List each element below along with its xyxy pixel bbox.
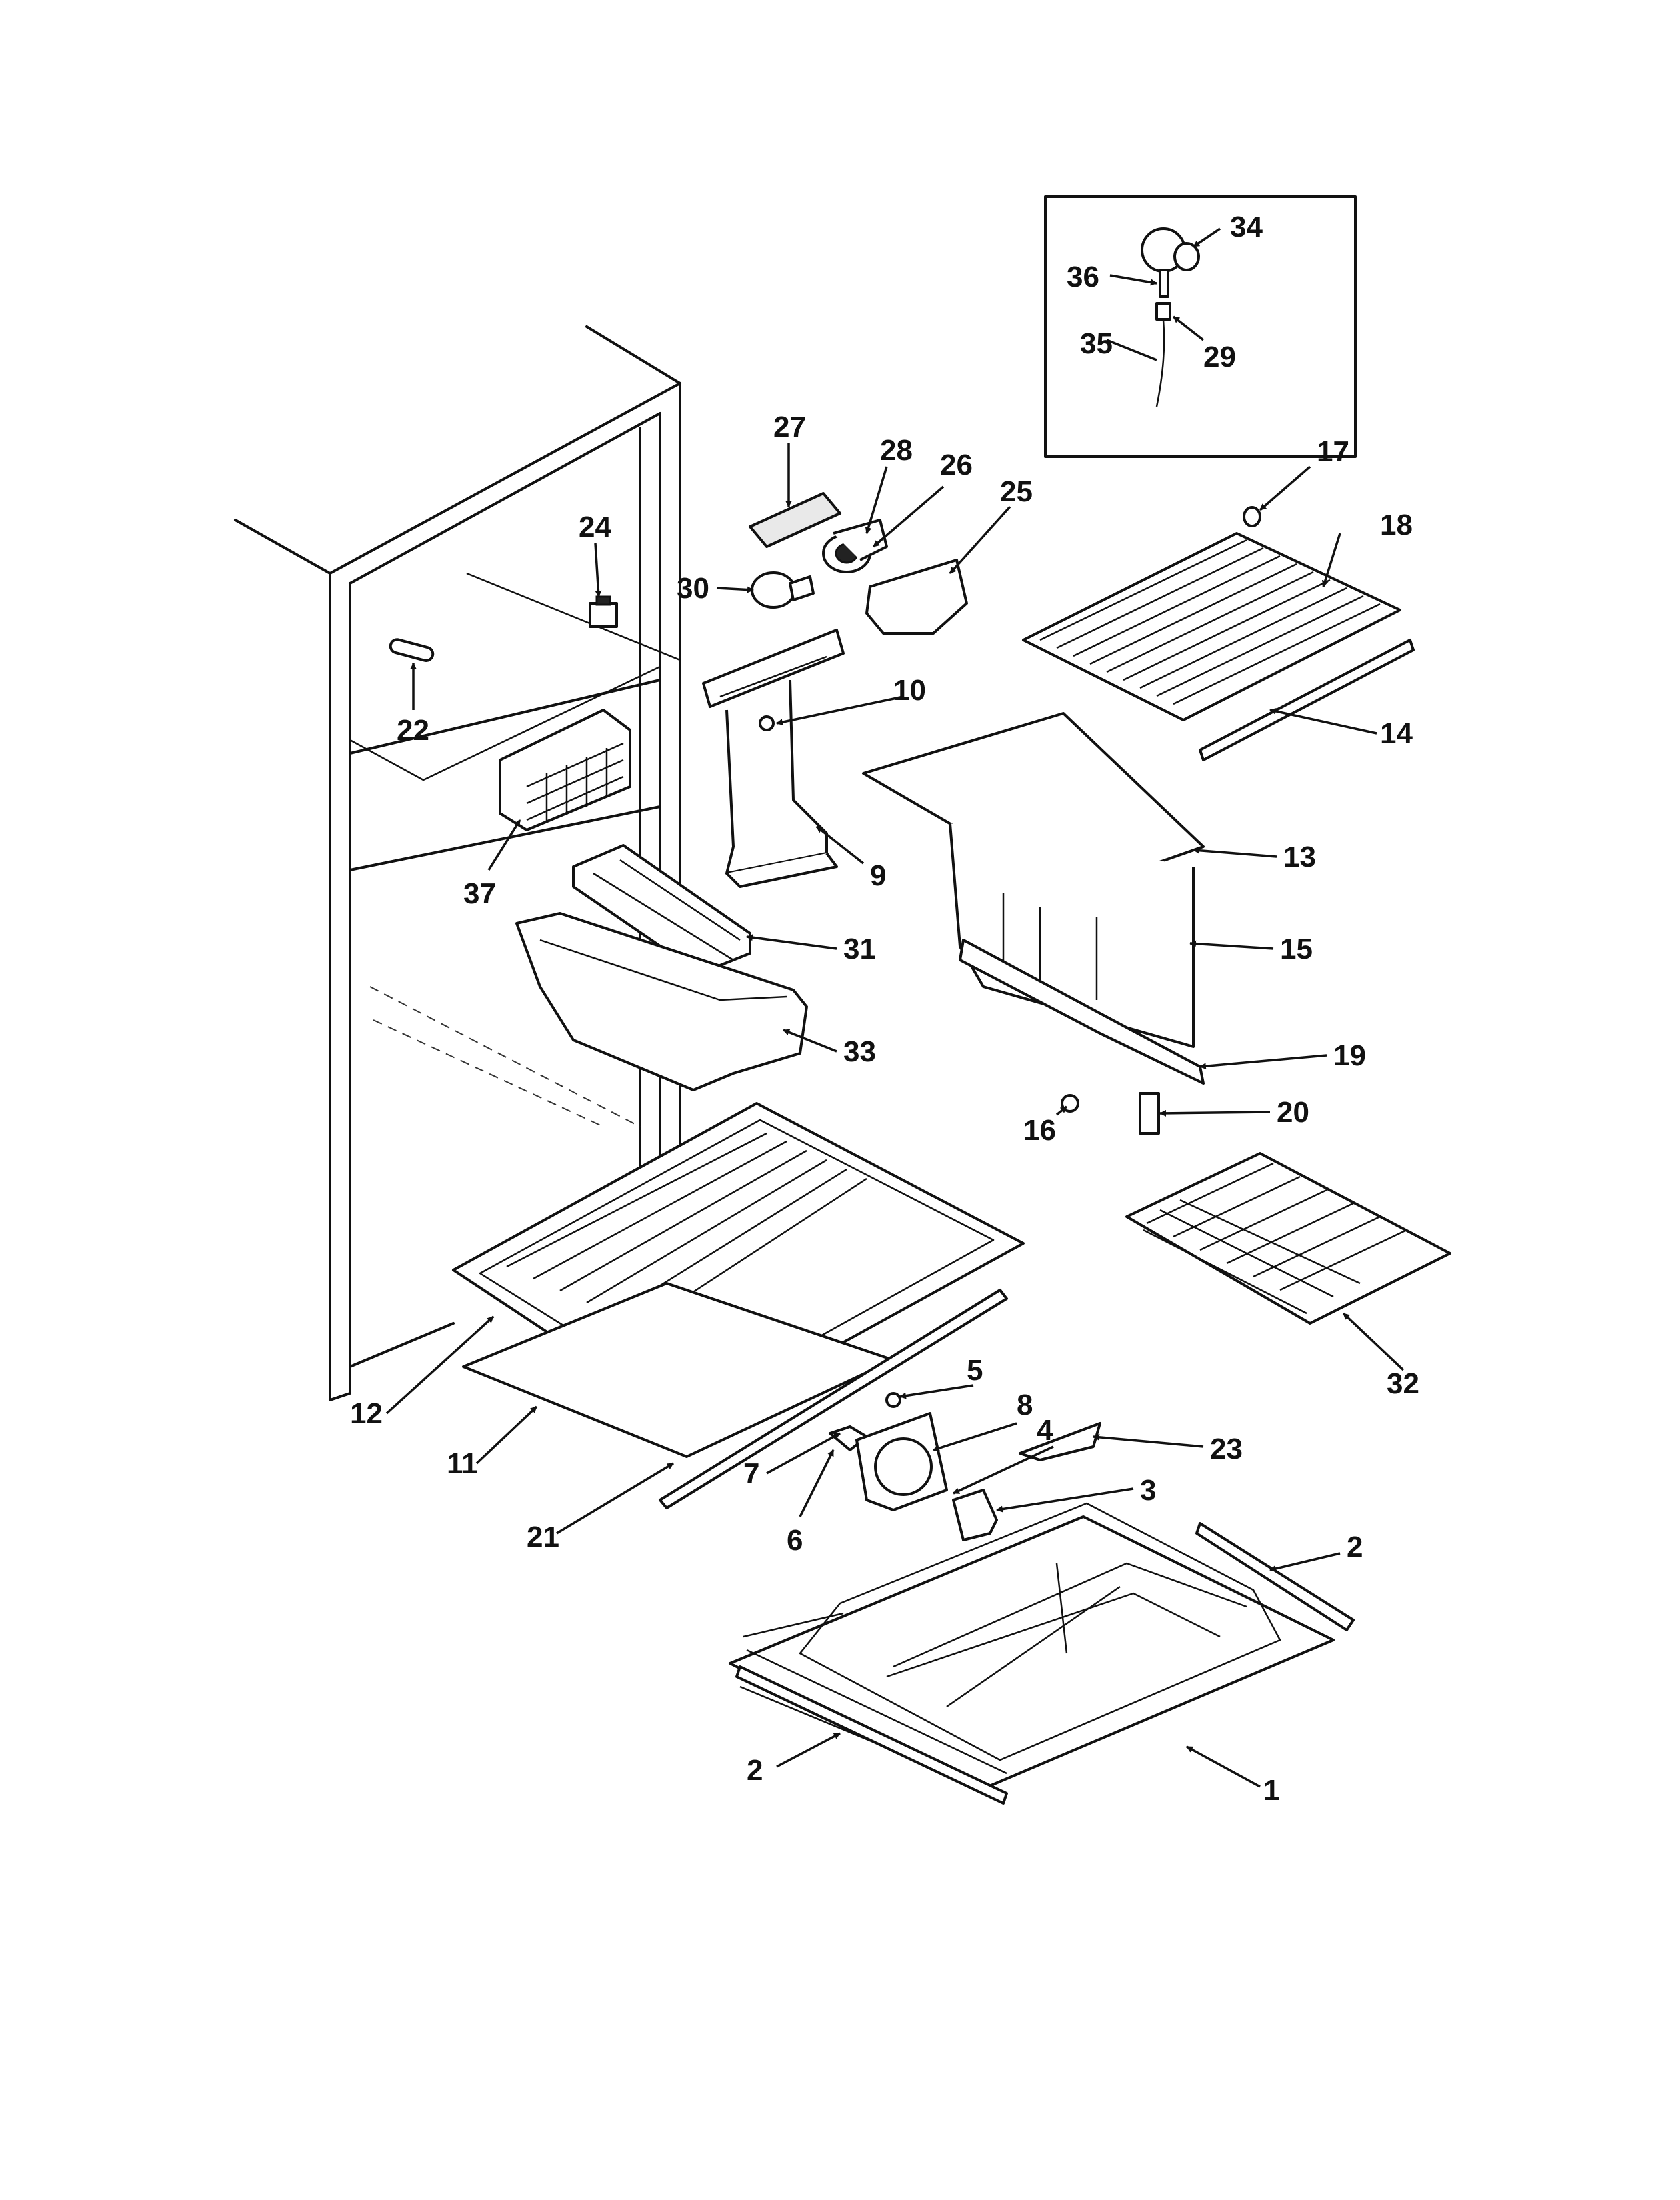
callout-19: 19: [1333, 1039, 1366, 1072]
callout-25: 25: [1000, 475, 1033, 508]
callout-30: 30: [677, 572, 709, 605]
callout-17: 17: [1317, 435, 1349, 468]
callout-10: 10: [893, 674, 926, 707]
callout-28: 28: [880, 434, 913, 467]
part-33-ice-bin: [515, 912, 808, 1091]
leader-lines: [385, 227, 1405, 1788]
callout-20: 20: [1277, 1096, 1309, 1129]
callout-15: 15: [1280, 933, 1313, 965]
callout-9: 9: [870, 859, 886, 892]
callout-1: 1: [1263, 1774, 1279, 1807]
callout-2-right: 2: [1347, 1531, 1363, 1563]
part-37-ice-holder: [499, 709, 631, 831]
callout-16: 16: [1023, 1114, 1056, 1147]
callout-5: 5: [967, 1354, 983, 1387]
callout-13: 13: [1283, 841, 1316, 873]
callout-12: 12: [350, 1397, 383, 1430]
callout-6: 6: [787, 1524, 803, 1557]
light-assembly: [749, 492, 968, 635]
callout-24: 24: [579, 511, 611, 543]
callout-2-left: 2: [747, 1754, 763, 1787]
callout-34: 34: [1230, 211, 1263, 243]
callout-35: 35: [1080, 327, 1113, 360]
callout-3: 3: [1140, 1474, 1156, 1507]
callout-4: 4: [1037, 1414, 1053, 1447]
callout-36: 36: [1067, 261, 1099, 293]
callout-22: 22: [397, 714, 429, 747]
callout-37: 37: [463, 877, 496, 910]
part-31-ice-tray: [572, 844, 751, 975]
callout-labels: 34 36 35 29 27 28 26 25 24 30 17 18 22 1…: [350, 211, 1419, 1807]
callout-31: 31: [843, 933, 876, 965]
callout-23: 23: [1210, 1433, 1243, 1465]
part-12-glass-shelf: [452, 1102, 1025, 1509]
callout-7: 7: [743, 1457, 759, 1490]
callout-32: 32: [1387, 1367, 1419, 1400]
callout-26: 26: [940, 449, 973, 481]
callout-21: 21: [527, 1521, 559, 1553]
part-32-crisper-grid: [1125, 1152, 1451, 1325]
callout-27: 27: [773, 411, 806, 443]
callout-29: 29: [1203, 341, 1236, 373]
callout-33: 33: [843, 1035, 876, 1068]
callout-18: 18: [1380, 509, 1413, 541]
part-9-duct: [702, 629, 845, 888]
inset-box: [1044, 195, 1357, 458]
part-18-wire-shelf: [1022, 506, 1415, 761]
callout-14: 14: [1380, 717, 1413, 750]
callout-11: 11: [447, 1447, 478, 1480]
part-22-rod: [389, 638, 435, 662]
part-24-switch: [589, 595, 618, 628]
fan-assembly: [829, 1392, 1101, 1541]
part-1-base-tray: [729, 1502, 1355, 1805]
callout-8: 8: [1017, 1389, 1033, 1421]
crisper-cover-assembly: [862, 712, 1205, 1135]
